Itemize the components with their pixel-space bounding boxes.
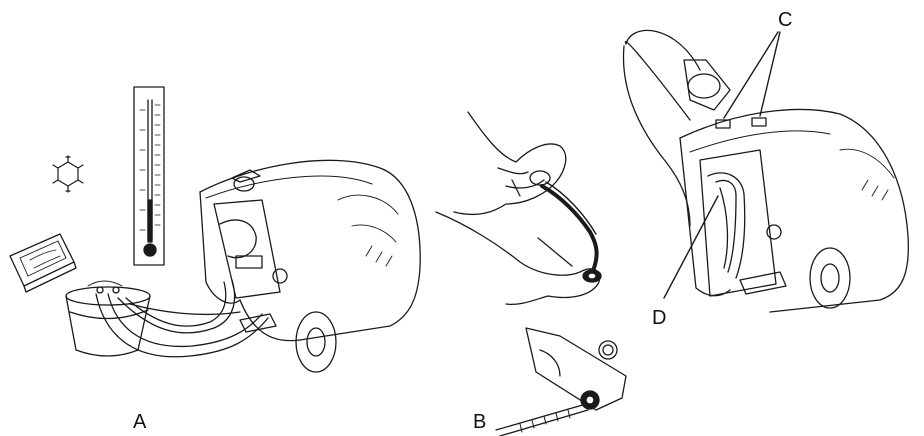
callout-lines: [664, 32, 780, 298]
label-c: C: [778, 10, 792, 30]
panel-b-illustration: [436, 112, 626, 436]
antifreeze-container-icon: [10, 234, 76, 292]
second-hand-icon: [436, 212, 601, 304]
label-a: A: [133, 412, 146, 432]
spray-gun-hose-icon: [623, 30, 730, 226]
panel-cd-illustration: [623, 30, 908, 312]
label-b: B: [473, 412, 486, 432]
panel-a-illustration: [10, 87, 420, 372]
pressure-washer-machine-a: [200, 160, 420, 372]
frost-symbol-icon: [53, 156, 83, 192]
label-d: D: [652, 308, 666, 328]
water-inlet-connector-icon: [496, 328, 626, 436]
hand-icon: [454, 112, 566, 214]
bucket-icon: [66, 281, 150, 356]
pressure-washer-machine-cd: [680, 109, 908, 312]
thermometer-icon: [134, 87, 164, 265]
inlet-filter-hose: [542, 186, 597, 268]
suction-hose-lines: [96, 280, 268, 357]
